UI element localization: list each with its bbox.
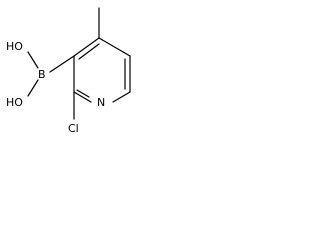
bond-n-c2-inner [76,89,90,98]
bond-n-c2 [73,91,92,103]
bond-c6-n [112,91,131,103]
atom-label-boron: B [38,68,46,81]
chemical-structure-diagram: B HO HO N Cl [6,7,131,135]
atom-label-hydroxyl-top: HO [6,40,23,53]
bond-c4-c5 [98,37,131,57]
atom-label-hydroxyl-bottom: HO [6,96,23,109]
bond-c3-c4-inner [78,43,100,60]
bond-b-oh-bottom [27,79,39,97]
bond-b-oh-top [27,51,39,69]
atom-label-nitrogen: N [97,96,105,109]
atom-label-chlorine: Cl [68,122,79,135]
bond-c3-c4 [73,37,100,57]
bond-c3-b [49,55,75,73]
